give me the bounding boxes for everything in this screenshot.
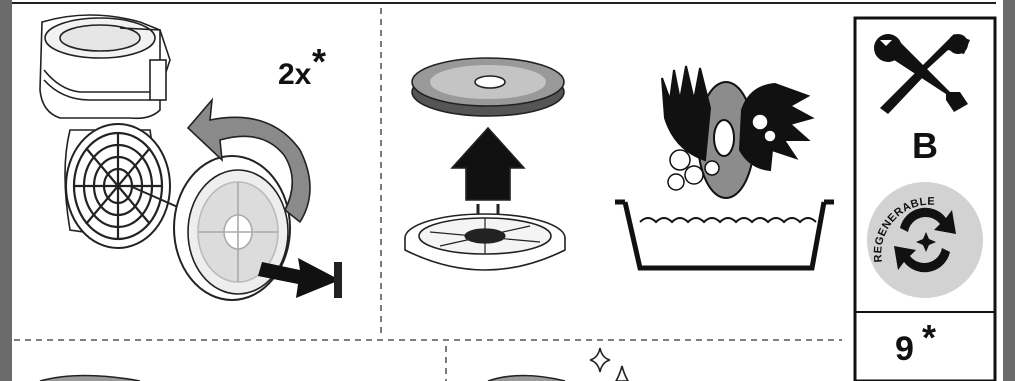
pull-arrow-icon <box>258 258 340 298</box>
class-letter: B <box>912 125 938 166</box>
cycle-asterisk: * <box>922 317 936 358</box>
pull-arrow-tail <box>334 262 342 298</box>
right-frame-border <box>1003 0 1015 381</box>
lower-filter-partial-2 <box>488 376 565 381</box>
quantity-label: 2x <box>278 58 312 91</box>
lower-filter-partial <box>40 376 140 381</box>
quantity-asterisk: * <box>312 41 326 82</box>
sparkle-icon <box>590 348 610 372</box>
filter-separate-illustration <box>405 58 565 270</box>
filter-removal-illustration <box>40 15 290 300</box>
hand-wash-illustration <box>615 66 834 268</box>
left-frame-border <box>0 0 12 381</box>
cycle-count: 9 <box>895 330 914 368</box>
sparkle-icon-2 <box>616 366 628 381</box>
